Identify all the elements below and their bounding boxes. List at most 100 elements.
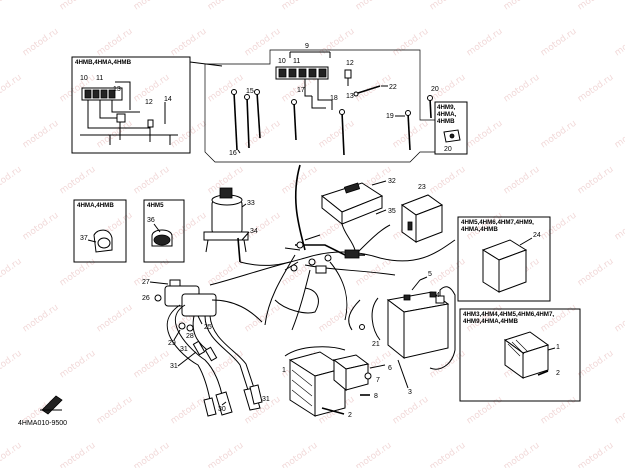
inset-caption: 4HM9, [437, 104, 456, 111]
watermark-text: motod.ru [613, 27, 625, 59]
watermark-text: motod.ru [391, 119, 431, 151]
watermark-text: motod.ru [465, 119, 505, 151]
watermark-text: motod.ru [58, 349, 98, 381]
watermark-text: motod.ru [0, 441, 24, 468]
watermark-text: motod.ru [132, 165, 172, 197]
part-number: 4 [436, 292, 440, 299]
part-number: 19 [386, 113, 394, 120]
watermark-text: motod.ru [539, 27, 579, 59]
watermark-text: motod.ru [243, 211, 283, 243]
part-number: 22 [389, 84, 397, 91]
wire-harness [209, 164, 456, 331]
watermark-text: motod.ru [354, 441, 394, 468]
inset-relay-variant: 4HM5,4HM6,4HM7,4HM9, 4HMA,4HMB 24 [457, 216, 551, 302]
part-number: 25 [204, 324, 212, 331]
part-number: 26 [142, 295, 150, 302]
watermark-text: motod.ru [539, 395, 579, 427]
watermark-text: motod.ru [280, 0, 320, 12]
inset-fuse-box-variant: 4HMB,4HMA,4HMB 10 11 13 12 14 [71, 56, 223, 154]
part-number: 6 [388, 365, 392, 372]
watermark-text: motod.ru [613, 303, 625, 335]
watermark-text: motod.ru [58, 441, 98, 468]
part-number: 23 [418, 184, 426, 191]
inset-caption: 4HM3,4HM4,4HM5,4HM6,4HM7, [463, 311, 554, 318]
part-number: 37 [80, 235, 88, 242]
watermark-text: motod.ru [428, 257, 468, 289]
watermark-text: motod.ru [576, 0, 616, 12]
front-direction-marker [40, 395, 63, 415]
watermark-text: motod.ru [502, 73, 542, 105]
part-number: 1 [556, 344, 560, 351]
ignition-coils: 27 26 25 28 29 31 31 31 30 [142, 279, 270, 417]
rectifier-regulator: 1 2 7 6 8 [282, 346, 392, 419]
watermark-text: motod.ru [613, 395, 625, 427]
watermark-text: motod.ru [391, 27, 431, 59]
watermark-text: motod.ru [132, 349, 172, 381]
watermark-text: motod.ru [58, 165, 98, 197]
part-number: 11 [293, 58, 300, 65]
part-number: 2 [348, 412, 352, 419]
watermark-text: motod.ru [95, 303, 135, 335]
part-number: 8 [374, 393, 378, 400]
watermark-text: motod.ru [21, 211, 61, 243]
watermark-text: motod.ru [576, 349, 616, 381]
part-number: 29 [168, 340, 176, 347]
watermark-text: motod.ru [576, 165, 616, 197]
part-number: 7 [376, 377, 380, 384]
watermark-text: motod.ru [206, 441, 246, 468]
watermark-text: motod.ru [502, 165, 542, 197]
watermark-text: motod.ru [169, 395, 209, 427]
part-number: 11 [96, 75, 103, 82]
watermark-text: motod.ru [0, 349, 24, 381]
part-number: 10 [80, 75, 88, 82]
watermark-text: motod.ru [428, 165, 468, 197]
watermark-text: motod.ru [317, 303, 357, 335]
watermark-text: motod.ru [169, 211, 209, 243]
watermark-text: motod.ru [613, 119, 625, 151]
watermark-text: motod.ru [354, 0, 394, 12]
watermark-text: motod.ru [58, 257, 98, 289]
part-number: 14 [164, 96, 172, 103]
watermark-text: motod.ru [21, 27, 61, 59]
watermark-text: motod.ru [280, 441, 320, 468]
inset-rectifier-variant: 4HM3,4HM4,4HM5,4HM6,4HM7, 4HM9,4HMA,4HMB… [459, 308, 581, 402]
watermark-text: motod.ru [21, 303, 61, 335]
watermark-text: motod.ru [0, 257, 24, 289]
part-number: 13 [346, 93, 354, 100]
part-number: 3 [408, 389, 412, 396]
watermark-text: motod.ru [95, 27, 135, 59]
watermark-text: motod.ru [95, 395, 135, 427]
watermark-text: motod.ru [0, 165, 24, 197]
inset-caption: 4HMA,4HMB [77, 202, 114, 209]
inset-caption: 4HMB,4HMA,4HMB [75, 59, 132, 66]
part-number: 12 [145, 99, 153, 106]
part-number: 33 [247, 200, 255, 207]
main-switch: 33 34 [203, 187, 258, 263]
watermark-text: motod.ru [539, 119, 579, 151]
inset-clamp-variant: 4HM9, 4HMA, 4HMB 20 [434, 101, 468, 155]
watermark-text: motod.ru [243, 303, 283, 335]
part-number: 28 [186, 333, 194, 340]
watermark-text: motod.ru [317, 27, 357, 59]
part-number: 20 [431, 86, 439, 93]
part-number: 16 [229, 150, 237, 157]
inset-caption: 4HMA,4HMB [461, 226, 498, 233]
part-number: 5 [428, 271, 432, 278]
part-number: 1 [282, 367, 286, 374]
part-number: 18 [330, 95, 338, 102]
cdi-unit: 32 35 [320, 178, 396, 251]
part-number: 36 [147, 217, 155, 224]
part-number: 30 [218, 406, 226, 413]
watermark-text: motod.ru [465, 395, 505, 427]
watermark-text: motod.ru [132, 441, 172, 468]
watermark-text: motod.ru [465, 27, 505, 59]
watermark-text: motod.ru [428, 441, 468, 468]
watermark-text: motod.ru [613, 211, 625, 243]
part-number: 31 [262, 396, 270, 403]
part-number: 31 [180, 346, 188, 353]
part-number: 10 [278, 58, 286, 65]
fuse-and-bolt-group: 9 10 11 12 13 17 18 22 15 16 [204, 43, 456, 163]
watermark-text: motod.ru [21, 119, 61, 151]
inset-clamp-4hm5: 4HM5 36 [143, 199, 185, 263]
